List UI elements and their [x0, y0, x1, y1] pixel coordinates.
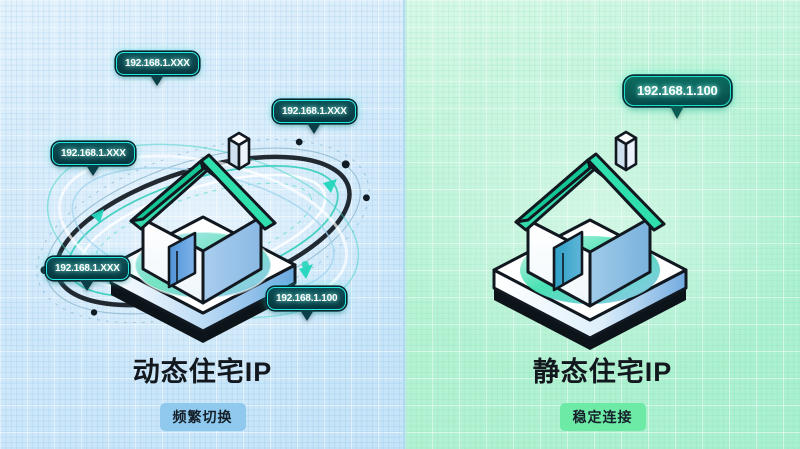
right-panel-static-ip: 静态住宅IP 稳定连接: [405, 0, 800, 449]
left-pill-badge[interactable]: 频繁切换: [159, 403, 246, 431]
right-title: 静态住宅IP: [532, 357, 673, 387]
ip-badge-right-top[interactable]: 192.168.1.XXX: [273, 100, 356, 134]
ip-badge-tail: [150, 75, 165, 86]
ip-badge-static[interactable]: 192.168.1.100: [624, 76, 731, 119]
panel-divider: [403, 0, 407, 449]
ip-badge-tail: [86, 165, 101, 176]
ip-badge-tail: [80, 280, 95, 291]
right-illustration: [492, 130, 688, 350]
left-title: 动态住宅IP: [132, 357, 273, 387]
house-illustration-right: [492, 130, 688, 350]
ip-badge-bottom[interactable]: 192.168.1.100: [267, 287, 347, 321]
ip-badge-text: 192.168.1.XXX: [273, 100, 356, 123]
ip-badge-tail: [307, 123, 322, 134]
ip-badge-tail: [299, 310, 314, 321]
ip-badge-text: 192.168.1.XXX: [116, 52, 199, 75]
house-illustration-left: [109, 131, 297, 343]
left-panel-dynamic-ip: 192.168.1.XXX 192.168.1.XXX 192.168.1.XX…: [0, 0, 405, 449]
left-caption: 动态住宅IP 频繁切换: [0, 350, 405, 431]
right-caption: 静态住宅IP 稳定连接: [405, 350, 800, 431]
right-pill-badge[interactable]: 稳定连接: [559, 403, 646, 431]
ip-badge-text: 192.168.1.XXX: [46, 257, 129, 280]
ip-badge-tail: [670, 106, 685, 119]
ip-badge-text: 192.168.1.100: [624, 76, 731, 106]
left-illustration: [36, 131, 370, 343]
background-grid-right: [405, 0, 800, 449]
ip-badge-left-upper[interactable]: 192.168.1.XXX: [52, 142, 135, 176]
ip-badge-text: 192.168.1.100: [267, 287, 347, 310]
ip-badge-left-lower[interactable]: 192.168.1.XXX: [46, 257, 129, 291]
ip-badge-top[interactable]: 192.168.1.XXX: [116, 52, 199, 86]
ip-badge-text: 192.168.1.XXX: [52, 142, 135, 165]
background-glow-right: [405, 0, 800, 449]
